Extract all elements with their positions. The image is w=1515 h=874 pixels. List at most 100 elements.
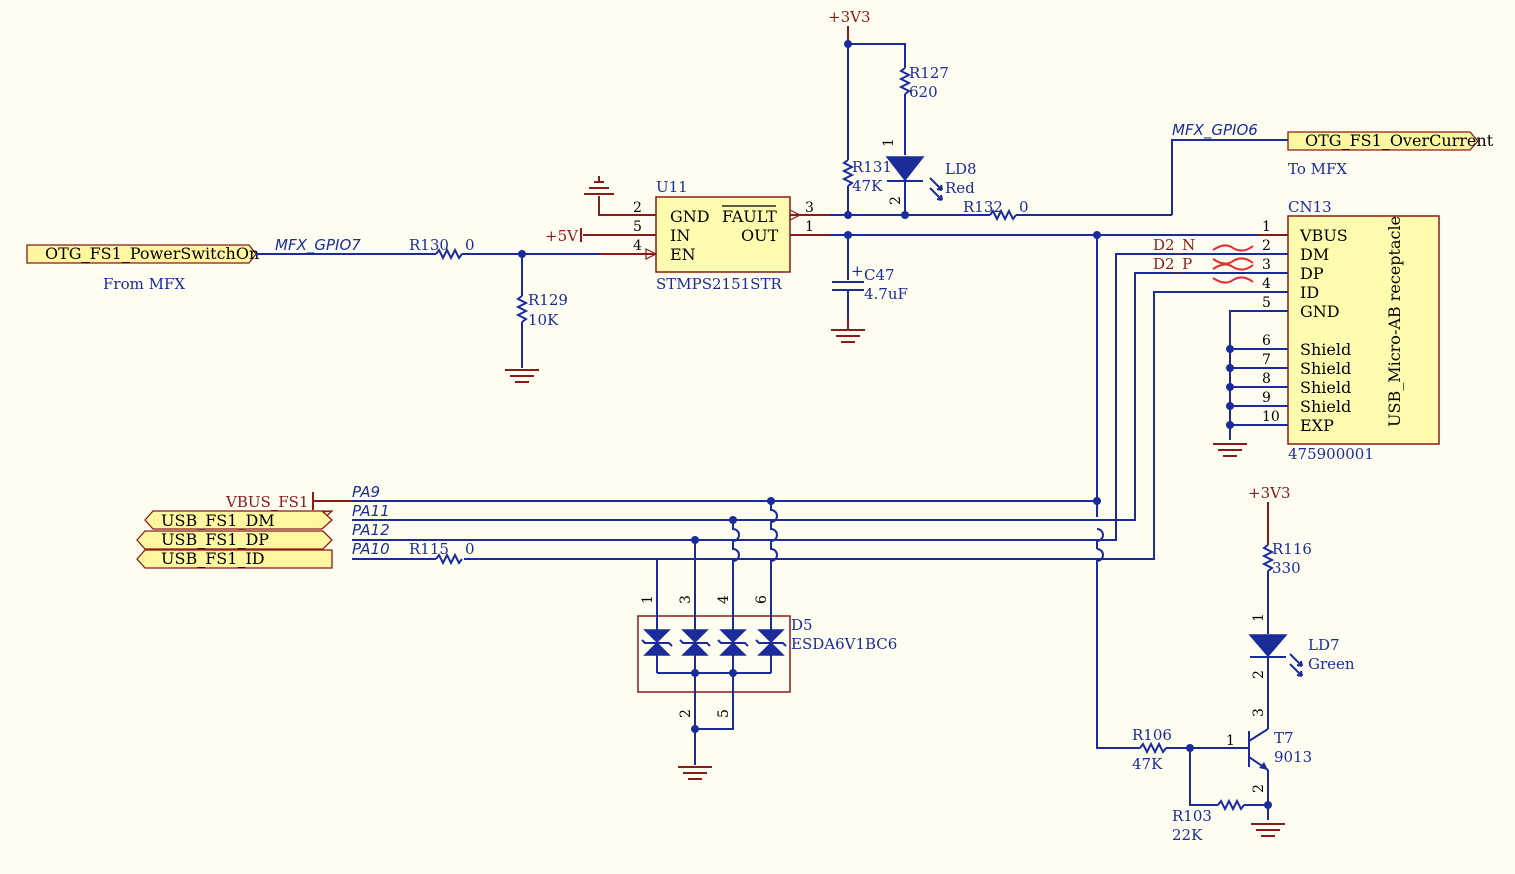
cn13-pin-name: Shield [1300,378,1351,397]
cn13-pin-number: 4 [1262,276,1271,292]
d5-pin4: 4 [716,595,732,604]
net-d2n: D2_N [1153,236,1195,254]
port-power-switch-on[interactable] [26,244,257,264]
ld8-ref: LD8 [945,160,977,178]
power-label-5v: +5V [545,227,579,245]
power-label-3v3-right: +3V3 [1248,484,1291,502]
d5-pin3: 3 [678,595,694,604]
r106-value: 47K [1132,755,1163,773]
r127-value: 620 [909,83,938,101]
cn13-pin-number: 6 [1262,333,1271,349]
u11-pin5: 5 [633,219,642,235]
ld8-pin1: 1 [881,138,897,147]
vbus-net: + C47 4.7uF [830,231,1288,749]
t7-value: 9013 [1274,748,1312,766]
net-pa9: PA9 [352,483,380,501]
tvs-diode [755,629,787,656]
ld7-value: Green [1308,655,1355,673]
port-power-switch-on-label: OTG_FS1_PowerSwitchOn [45,244,259,263]
u11-pin3: 3 [805,200,814,216]
port-overcurrent[interactable] [1287,131,1479,151]
tvs-diode [641,629,673,656]
cn13-pin-number: 1 [1262,219,1271,235]
resistor-r127 [898,67,912,95]
u11-power-switch: U11 STMPS2151STR GND IN EN FAULT OUT 2 5… [545,176,830,293]
port-usb-dm-shape[interactable] [144,510,333,530]
tvs-diode [717,629,749,656]
cn13-pin-number: 9 [1262,390,1271,406]
c47-value: 4.7uF [864,285,908,303]
cn13-pin-name: EXP [1300,416,1334,435]
r130-value: 0 [465,236,475,254]
c47-ref: C47 [864,266,895,284]
u11-pin-out: OUT [741,226,779,245]
d5-pin5: 5 [716,709,732,718]
cn13-pin-number: 3 [1262,257,1271,273]
port-vbus-label: VBUS_FS1 [225,493,309,511]
ld7-pin2: 2 [1251,670,1267,679]
usb-ports: VBUS_FS1 USB_FS1_DM USB_FS1_DP USB_FS1_I… [136,483,1101,569]
r106-ref: R106 [1132,726,1172,744]
u11-pin-en: EN [670,245,696,264]
port-usb-id[interactable] [136,549,333,569]
fault-net: R132 0 MFX_GPIO6 OTG_FS1_OverCurrent To … [830,121,1494,222]
cn13-ref: CN13 [1288,198,1332,216]
ld8-pin2: 2 [888,196,904,205]
cn13-pin-name: VBUS [1299,226,1348,245]
cn13-pin-name: Shield [1300,359,1351,378]
d5-pin1: 1 [640,595,656,604]
u11-pin-fault: FAULT [722,207,777,226]
ground-symbol-c47 [831,318,865,343]
t7-pin3: 3 [1251,708,1267,717]
u11-pin-gnd: GND [670,207,710,226]
resistor-r116 [1261,544,1275,572]
cn13-side-label: USB_Micro-AB receptacle [1385,216,1404,427]
u11-part: STMPS2151STR [656,275,782,293]
led-ld7 [1248,634,1288,658]
port-usb-dp-label: USB_FS1_DP [161,530,269,549]
net-pa11: PA11 [352,502,390,520]
r115-ref: R115 [409,540,449,558]
net-pa10: PA10 [352,540,390,558]
cn13-pin-number: 7 [1262,352,1271,368]
cn13-pin-name: Shield [1300,340,1351,359]
ld8-value: Red [945,179,975,197]
r116-ref: R116 [1272,540,1312,558]
cn13-pin-number: 10 [1262,409,1280,425]
t7-ref: T7 [1274,729,1294,747]
r130-ref: R130 [409,236,449,254]
resistor-r115 [435,552,463,566]
d5-part: ESDA6V1BC6 [791,635,897,653]
d5-esd-array: D5 ESDA6V1BC6 1 3 4 6 2 5 [637,501,897,780]
d5-pin2: 2 [678,709,694,718]
resistor-r131 [841,159,855,187]
top-3v3-group: +3V3 R127 620 1 2 LD8 Red R131 47K [828,8,977,215]
resistor-r129 [515,295,529,323]
ground-symbol-t7 [1251,823,1285,837]
t7-pin1: 1 [1226,733,1235,749]
cn13-pin-name: GND [1300,302,1340,321]
t7-pin2: 2 [1251,784,1267,793]
r131-value: 47K [852,177,883,195]
resistor-r130 [435,247,463,261]
port-overcurrent-label: OTG_FS1_OverCurrent [1305,131,1494,150]
overcurrent-note: To MFX [1288,160,1347,178]
d5-ref: D5 [791,616,813,634]
cn13-pin-name: Shield [1300,397,1351,416]
r127-ref: R127 [909,64,949,82]
cn13-pin-number: 2 [1262,238,1271,254]
r132-value: 0 [1019,198,1029,216]
ground-symbol-u11 [584,176,614,195]
power-switch-note: From MFX [103,275,185,293]
ground-symbol-d5 [678,766,712,780]
cn13-usb-connector: CN13 475900001 USB_Micro-AB receptacle 1… [352,198,1440,560]
net-mfx-gpio6: MFX_GPIO6 [1172,121,1258,140]
port-usb-dp[interactable] [136,530,333,550]
r103-value: 22K [1172,826,1203,844]
u11-pin2: 2 [633,200,642,216]
d5-pin6: 6 [754,595,770,604]
cn13-part: 475900001 [1288,445,1374,463]
tvs-diode [679,629,711,656]
cn13-pin-number: 5 [1262,295,1271,311]
